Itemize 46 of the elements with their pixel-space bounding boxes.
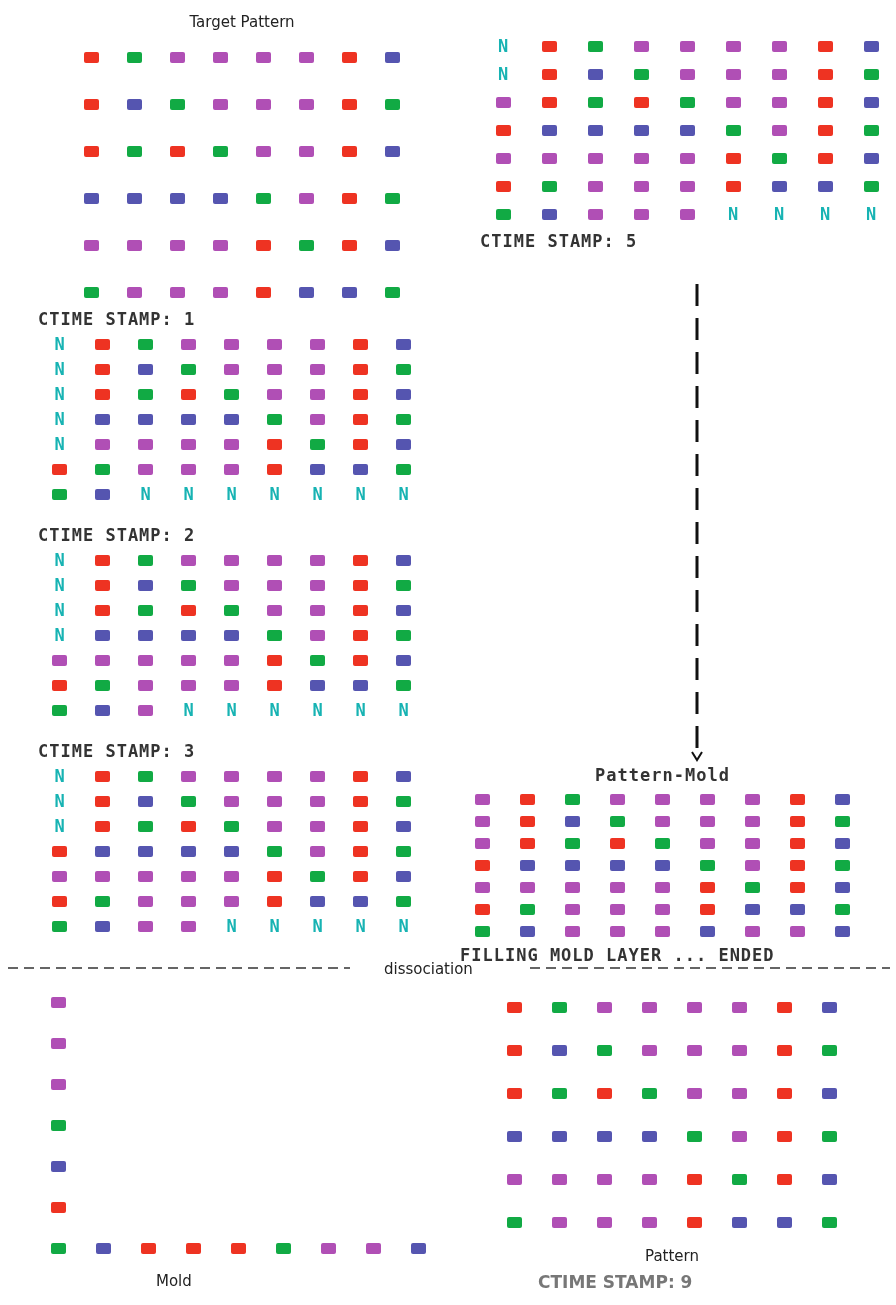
- panel-heading: Pattern-Mold: [595, 765, 730, 785]
- letter-marker: N: [355, 486, 366, 503]
- panel-caption: Mold: [156, 1272, 192, 1290]
- panel-heading: CTIME STAMP: 3: [38, 741, 196, 761]
- letter-marker: N: [398, 918, 409, 935]
- letter-marker: N: [269, 486, 280, 503]
- letter-marker: N: [54, 577, 65, 594]
- letter-marker: N: [54, 552, 65, 569]
- panel-heading: CTIME STAMP: 1: [38, 309, 196, 329]
- letter-marker: N: [54, 818, 65, 835]
- letter-marker: N: [226, 702, 237, 719]
- letter-marker: N: [140, 486, 151, 503]
- stamp-label: CTIME STAMP: 9: [538, 1272, 693, 1292]
- letter-marker: N: [54, 768, 65, 785]
- letter-marker: N: [312, 918, 323, 935]
- letter-marker: N: [226, 918, 237, 935]
- letter-marker: N: [398, 702, 409, 719]
- letter-marker: N: [54, 411, 65, 428]
- letter-marker: N: [54, 336, 65, 353]
- letter-marker: N: [54, 361, 65, 378]
- letter-marker: N: [54, 793, 65, 810]
- letter-marker: N: [355, 918, 366, 935]
- arrow: [691, 284, 703, 761]
- letter-marker: N: [819, 205, 831, 223]
- letter-marker: N: [727, 205, 739, 223]
- letter-marker: N: [54, 602, 65, 619]
- letter-marker: N: [226, 486, 237, 503]
- panel-caption: CTIME STAMP: 5: [480, 231, 638, 251]
- panel-heading: Target Pattern: [189, 13, 295, 31]
- letter-marker: N: [183, 486, 194, 503]
- letter-marker: N: [497, 65, 509, 83]
- letter-marker: N: [54, 386, 65, 403]
- letter-marker: N: [54, 436, 65, 453]
- letter-marker: N: [497, 37, 509, 55]
- letter-marker: N: [773, 205, 785, 223]
- letter-marker: N: [312, 486, 323, 503]
- letter-marker: N: [269, 918, 280, 935]
- letter-marker: N: [312, 702, 323, 719]
- letter-marker: N: [183, 702, 194, 719]
- letter-marker: N: [54, 627, 65, 644]
- panel-caption: Pattern: [645, 1247, 699, 1265]
- letter-marker: N: [398, 486, 409, 503]
- letter-marker: N: [269, 702, 280, 719]
- letter-marker: N: [865, 205, 877, 223]
- panel-heading: CTIME STAMP: 2: [38, 525, 196, 545]
- letter-marker: N: [355, 702, 366, 719]
